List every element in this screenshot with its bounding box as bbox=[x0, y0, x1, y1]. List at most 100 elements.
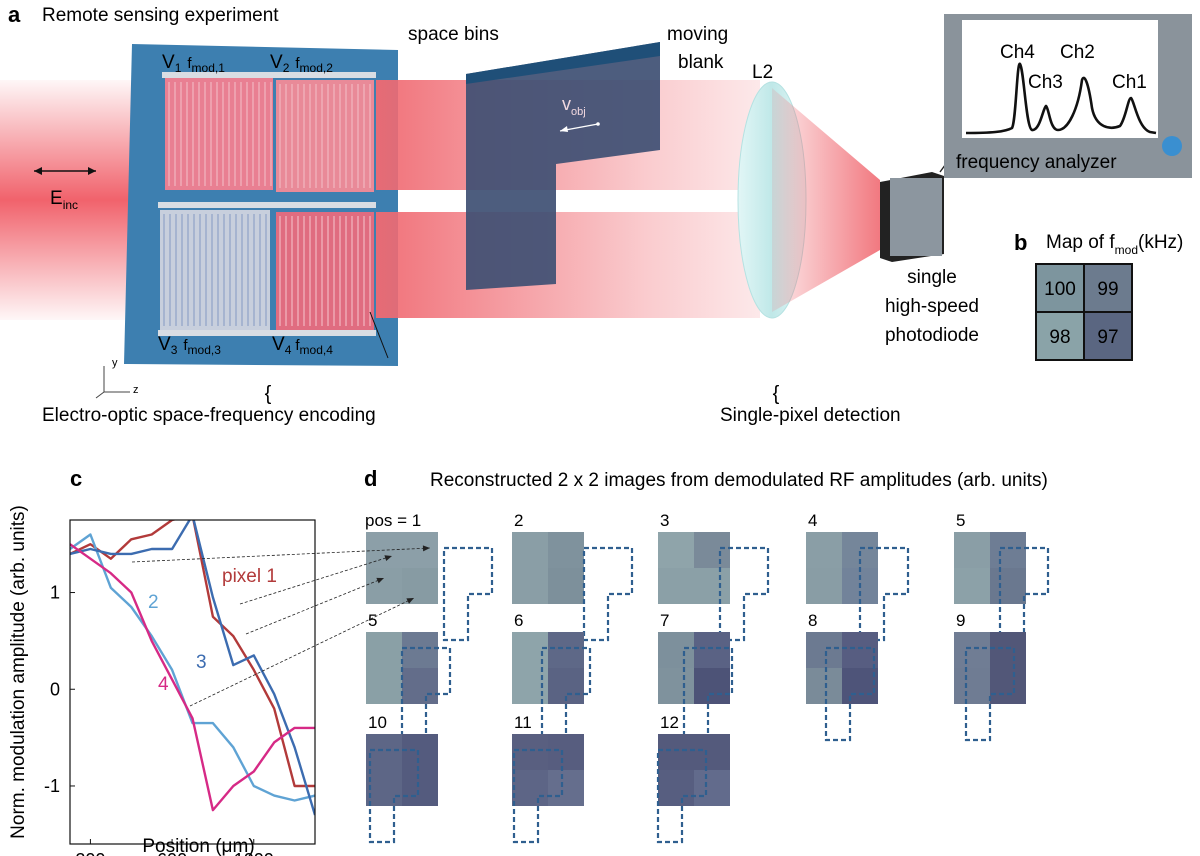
recon-cell bbox=[842, 632, 878, 668]
recon-cell bbox=[402, 734, 438, 770]
recon-cell bbox=[990, 668, 1026, 704]
incident-beam bbox=[0, 80, 140, 320]
pointer-pixel-3-head bbox=[376, 577, 384, 584]
recon-cell bbox=[548, 532, 584, 568]
fmod-cell-value-2: 99 bbox=[1097, 279, 1118, 300]
panel-c-letter: c bbox=[70, 466, 82, 491]
recon-image-13: 12 bbox=[656, 713, 730, 844]
blank-label: blank bbox=[678, 52, 724, 73]
recon-cell bbox=[990, 568, 1026, 604]
bus-bottom bbox=[158, 330, 376, 336]
photodiode-label-3: photodiode bbox=[885, 325, 979, 346]
recon-cell bbox=[954, 668, 990, 704]
detection-label: Single-pixel detection bbox=[720, 405, 901, 426]
recon-cell bbox=[366, 770, 402, 806]
focus-cone bbox=[772, 88, 880, 312]
recon-cell bbox=[512, 770, 548, 806]
channel-ch3: Ch3 bbox=[1028, 72, 1063, 93]
panel-d-title: Reconstructed 2 x 2 images from demodula… bbox=[430, 470, 1048, 491]
recon-cell bbox=[658, 668, 694, 704]
einc-label: Einc bbox=[50, 188, 78, 212]
recon-image-label: 5 bbox=[956, 511, 965, 530]
photodiode-label-1: single bbox=[907, 267, 957, 288]
axis-y-label: y bbox=[112, 357, 118, 369]
recon-cell bbox=[548, 734, 584, 770]
y-axis-label: Norm. modulation amplitude (arb. units) bbox=[8, 505, 29, 839]
recon-cell bbox=[694, 568, 730, 604]
recon-image-10: 9 bbox=[954, 611, 1026, 742]
recon-image-label: 2 bbox=[514, 511, 523, 530]
recon-image-label: 10 bbox=[368, 713, 387, 732]
pointer-pixel-4-head bbox=[406, 598, 414, 604]
series-annotation-4: 4 bbox=[158, 674, 169, 695]
channel-ch4: Ch4 bbox=[1000, 42, 1035, 63]
recon-cell bbox=[954, 532, 990, 568]
recon-cell bbox=[366, 734, 402, 770]
channel-ch1: Ch1 bbox=[1112, 72, 1147, 93]
recon-cell bbox=[366, 632, 402, 668]
recon-image-label: 11 bbox=[514, 713, 532, 732]
recon-cell bbox=[658, 568, 694, 604]
series-line-2 bbox=[70, 533, 315, 802]
recon-image-12: 11 bbox=[512, 713, 584, 844]
series-line-1 bbox=[70, 520, 315, 788]
analyzer-knob-icon bbox=[1162, 136, 1182, 156]
y-tick-label: 1 bbox=[50, 583, 60, 603]
channel-ch2: Ch2 bbox=[1060, 42, 1095, 63]
bus-middle bbox=[158, 202, 376, 208]
recon-image-label: 3 bbox=[660, 511, 669, 530]
encoding-brace-icon: { bbox=[265, 383, 272, 405]
fmod-cell-2 bbox=[1083, 263, 1133, 313]
recon-image-8: 7 bbox=[658, 611, 734, 742]
polarization-arrow-icon bbox=[34, 167, 96, 175]
recon-image-label: 5 bbox=[368, 611, 377, 630]
recon-cell bbox=[366, 668, 402, 704]
recon-cell bbox=[694, 668, 730, 704]
recon-cell bbox=[658, 632, 694, 668]
spectrum-trace bbox=[965, 62, 1157, 135]
recon-cell bbox=[694, 532, 730, 568]
recon-image-label: 9 bbox=[956, 611, 965, 630]
bus-top bbox=[162, 72, 376, 78]
recon-image-label: 7 bbox=[660, 611, 669, 630]
panel-a-title: Remote sensing experiment bbox=[42, 5, 279, 26]
blank-outline bbox=[368, 748, 420, 844]
x-tick-label: 600 bbox=[157, 850, 187, 856]
recon-cell bbox=[402, 632, 438, 668]
panel-a-letter: a bbox=[8, 2, 21, 27]
recon-cell bbox=[402, 568, 438, 604]
pointer-pixel-2-head bbox=[384, 555, 392, 561]
fmod-cell-4 bbox=[1083, 311, 1133, 361]
recon-image-5: 5 bbox=[954, 511, 1050, 642]
y-tick-label: 0 bbox=[50, 679, 60, 699]
recon-cell bbox=[512, 568, 548, 604]
recon-cell bbox=[658, 770, 694, 806]
recon-cell bbox=[402, 532, 438, 568]
recon-cell bbox=[954, 632, 990, 668]
recon-cell bbox=[402, 770, 438, 806]
series-line-4 bbox=[70, 543, 315, 812]
x-tick-label: 1000 bbox=[234, 850, 274, 856]
recon-cell bbox=[548, 568, 584, 604]
pointer-pixel-1-head bbox=[422, 545, 430, 552]
recon-cell bbox=[842, 668, 878, 704]
recon-image-6: 5 bbox=[366, 611, 452, 742]
recon-image-label: 6 bbox=[514, 611, 523, 630]
recon-cell bbox=[366, 568, 402, 604]
axes-icon bbox=[95, 366, 130, 399]
detection-brace-icon: { bbox=[773, 383, 780, 405]
recon-cell bbox=[990, 632, 1026, 668]
axis-z-label: z bbox=[133, 384, 139, 396]
recon-image-9: 8 bbox=[806, 611, 878, 742]
recon-image-4: 4 bbox=[806, 511, 910, 642]
lens-label: L2 bbox=[752, 62, 773, 83]
fmod-cell-3 bbox=[1035, 311, 1085, 361]
plot-frame bbox=[69, 519, 316, 845]
panel-d: d Reconstructed 2 x 2 images from demodu… bbox=[131, 466, 1050, 844]
recon-image-label: 12 bbox=[660, 713, 679, 732]
recon-cell bbox=[548, 770, 584, 806]
x-tick-label: 200 bbox=[75, 850, 105, 856]
recon-cell bbox=[806, 632, 842, 668]
